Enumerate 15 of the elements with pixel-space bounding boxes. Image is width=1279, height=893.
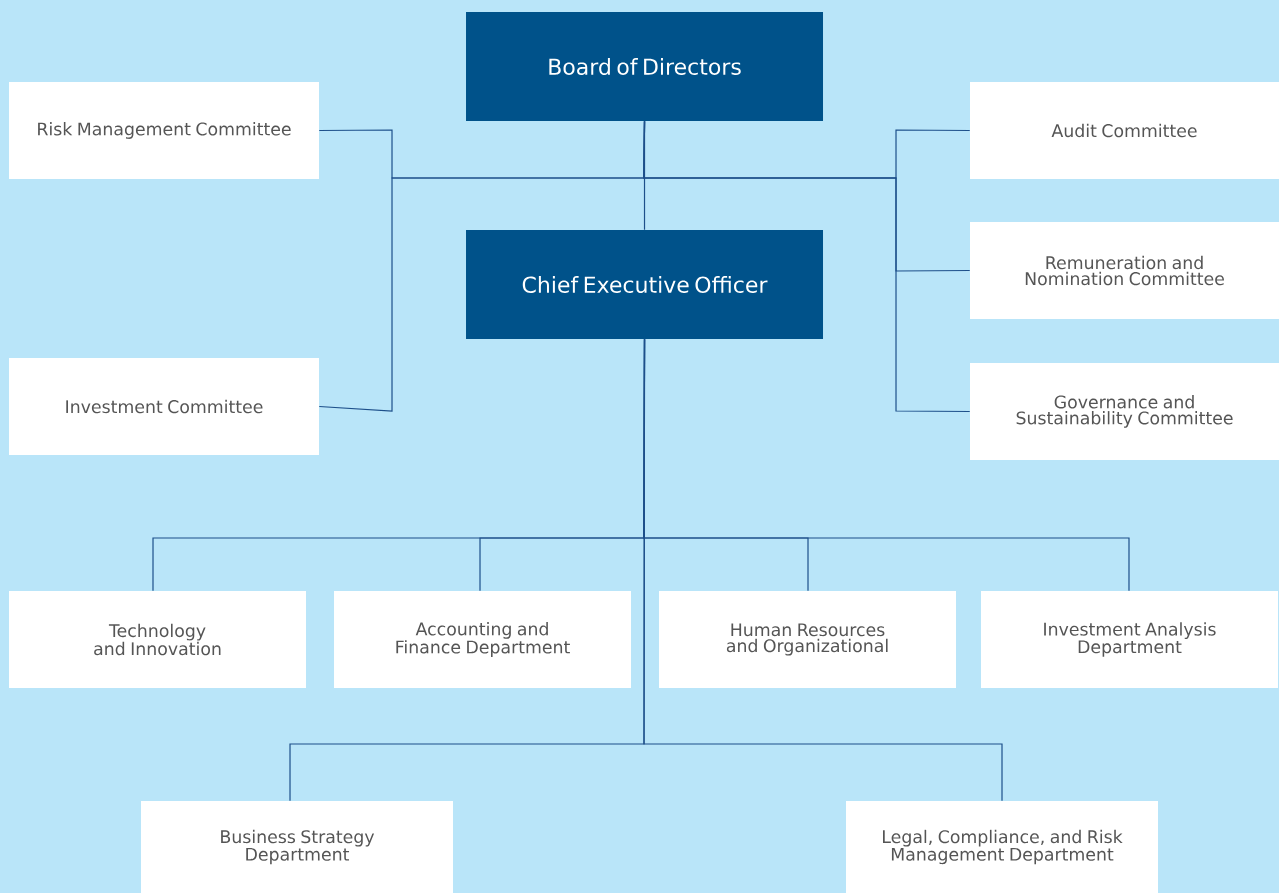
connector-line <box>643 338 1003 802</box>
department-box: Business Strategy Department <box>141 801 453 893</box>
department-box: Investment Analysis Department <box>981 591 1278 688</box>
department-box: Legal, Compliance, and Risk Management Department <box>846 801 1158 893</box>
department-box: Accounting and Finance Department <box>334 591 631 688</box>
committee-box: Risk Management Committee <box>9 82 319 179</box>
connector-line <box>643 120 971 413</box>
title-box: Board of Directors <box>466 12 823 121</box>
department-box: Human Resources and Organizational <box>659 591 956 688</box>
committee-box: Investment Committee <box>9 358 319 455</box>
department-box: Technology and Innovation <box>9 591 306 688</box>
committee-box: Remuneration and Nomination Committee <box>970 222 1279 319</box>
title-box: Chief Executive Officer <box>466 230 823 339</box>
committee-box: Governance and Sustainability Committee <box>970 363 1279 460</box>
committee-box: Audit Committee <box>970 82 1279 179</box>
